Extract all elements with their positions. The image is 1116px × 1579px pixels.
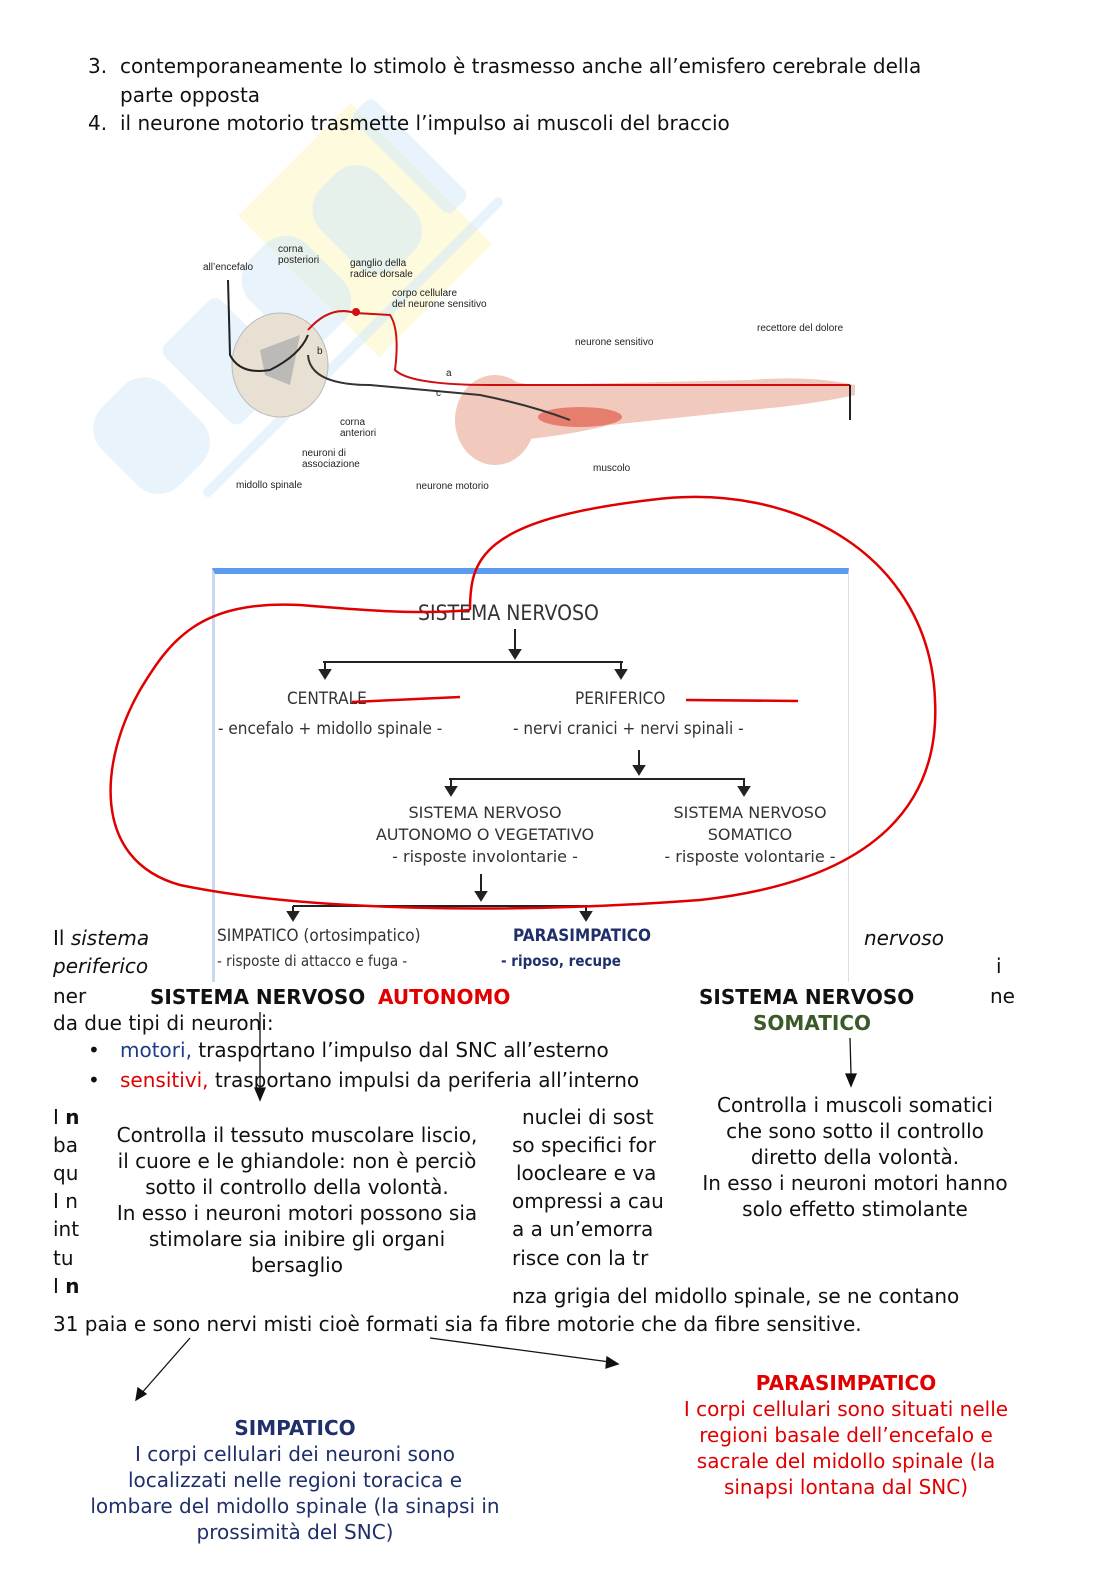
bullet: • [88,1068,100,1092]
nervous-system-diagram: SISTEMA NERVOSO CENTRALE - encefalo + mi… [212,568,849,982]
shoulder-shape [455,375,535,465]
muscle-shape [538,407,622,427]
sensory-neuron-path [307,310,850,386]
ascending-path [227,279,309,372]
list-item-text: contemporaneamente lo stimolo è trasmess… [120,54,922,78]
body-text: nervoso [864,926,944,950]
node-periferico-sub: - nervi cranici + nervi spinali - [513,719,744,739]
node-centrale: CENTRALE [287,689,367,709]
body-fragment: I n [53,1105,80,1129]
body-fragment: loocleare e va [516,1161,657,1185]
node-parasimpatico-sub: - riposo, recupe [501,952,621,970]
body-fragment: risce con la tr [512,1246,649,1270]
body-fragment: I n [53,1274,80,1298]
node-simpatico: SIMPATICO (ortosimpatico) [217,926,421,946]
autonomo-text: Controlla il tessuto muscolare liscio,il… [116,1123,478,1277]
bullet-text: motori, trasportano l’impulso dal SNC al… [120,1038,609,1062]
body-fragment: a a un’emorra [512,1217,654,1241]
label-neurone-motorio: neurone motorio [416,481,489,492]
body-text: periferico [53,954,149,978]
reflex-arc-illustration [227,279,855,465]
red-underline-periferico [685,698,799,703]
bullet: • [88,1038,100,1062]
label-b: b [317,346,323,357]
somatico-title: SISTEMA NERVOSO [699,985,915,1009]
arrow-autonomo [254,1087,266,1102]
label-neuroni-associazione: neuroni di associazione [302,448,360,470]
red-freehand-loop [109,495,937,910]
list-number: 4. [88,111,108,135]
label-c: c [436,388,441,399]
watermark-logo [93,99,503,498]
arrow-parasimpatico [605,1355,620,1369]
diagram-connectors [286,629,751,922]
label-midollo: midollo spinale [236,480,303,491]
label-encefalo: all’encefalo [203,262,254,273]
node-periferico: PERIFERICO [575,689,666,709]
label-recettore: recettore del dolore [757,323,844,334]
autonomo-subtitle: AUTONOMO [378,985,511,1009]
list-number: 3. [88,54,108,78]
body-fragment: nuclei di sost [522,1105,654,1129]
node-simpatico-sub: - risposte di attacco e fuga - [217,952,408,970]
simpatico-box: SIMPATICO I corpi cellulari dei neuroni … [90,1416,500,1544]
somatico-subtitle: SOMATICO [753,1011,871,1035]
body-fragment: ompressi a cau [512,1189,664,1213]
body-fragment: so specifici for [512,1133,656,1157]
node-parasimpatico: PARASIMPATICO [513,926,652,946]
label-neurone-sensitivo: neurone sensitivo [575,337,654,348]
body-text: i [996,954,1002,978]
body-text: 31 paia e sono nervi misti cioè formati … [53,1312,862,1336]
body-fragment: qu [53,1161,79,1185]
motor-neuron-path [307,354,571,421]
arm-shape [460,378,855,444]
body-fragment: int [53,1217,80,1241]
body-fragment: I n [53,1189,78,1213]
list-item-text: il neurone motorio trasmette l’impulso a… [120,111,730,135]
label-ganglio: ganglio della radice dorsale [350,258,413,280]
body-text: ner [53,984,87,1008]
node-sistema-nervoso: SISTEMA NERVOSO [418,601,599,625]
bullet-text: sensitivi, trasportano impulsi da perife… [120,1068,640,1092]
arrow-simpatico [135,1386,148,1402]
body-fragment: nza grigia del midollo spinale, se ne co… [512,1284,960,1308]
label-muscolo: muscolo [593,463,631,474]
body-fragment: ba [53,1133,78,1157]
node-centrale-sub: - encefalo + midollo spinale - [218,719,443,739]
autonomo-title: SISTEMA NERVOSO [150,985,366,1009]
label-corpo-cellulare: corpo cellulare del neurone sensitivo [392,288,487,310]
body-fragment: tu [53,1246,74,1270]
body-text: ne [990,984,1015,1008]
list-item-text: parte opposta [120,83,261,107]
body-text: da due tipi di neuroni: [53,1011,274,1035]
parasimpatico-box: PARASIMPATICO I corpi cellulari sono sit… [683,1371,1009,1499]
arrow-somatico [845,1073,857,1088]
label-corna-posteriori: corna posteriori [278,244,320,266]
autonomo-text-box: Controlla il tessuto muscolare liscio,il… [88,1118,506,1280]
label-corna-anteriori: corna anteriori [340,417,377,439]
somatico-header-anchor [850,984,851,985]
label-a: a [446,368,452,379]
red-underline-centrale [351,695,461,704]
body-text: Il sistema [53,926,150,950]
